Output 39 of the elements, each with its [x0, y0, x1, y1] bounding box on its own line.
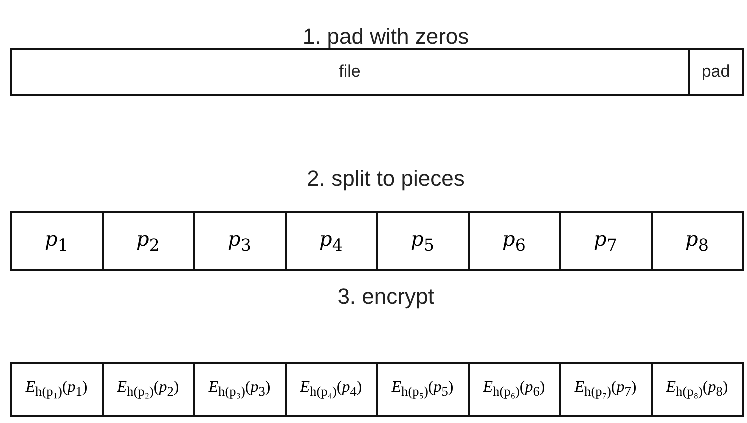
- piece-cell: [468, 211, 561, 271]
- math-label: p$_{1}$: [45, 227, 68, 255]
- math-label: E$_{h(p₆)}$(p$_{6}$): [482, 378, 546, 400]
- math-label: p$_{6}$: [502, 227, 526, 255]
- piece-cell: [559, 362, 652, 417]
- piece-cell: [376, 211, 470, 271]
- math-label: p$_{4}$: [320, 227, 343, 255]
- piece-cell: [559, 211, 652, 271]
- math-label: p$_{2}$: [136, 227, 160, 255]
- math-label: E$_{h(p₃)}$(p$_{3}$): [208, 378, 272, 400]
- piece-cell: [193, 211, 286, 271]
- step-heading: 2. split to pieces: [307, 166, 465, 192]
- math-label: E$_{h(p₇)}$(p$_{7}$): [574, 378, 638, 400]
- piece-cell: [10, 211, 104, 271]
- math-label: p$_{3}$: [228, 227, 252, 255]
- piece-cell: [284, 362, 378, 417]
- step-heading: 3. encrypt: [338, 284, 434, 310]
- step-heading: 1. pad with zeros: [302, 24, 470, 50]
- piece-cell: [376, 362, 470, 417]
- math-label: E$_{h(p₁)}$(p$_{1}$): [24, 378, 89, 400]
- piece-cell: [650, 211, 744, 271]
- piece-cell: [10, 362, 104, 417]
- math-label: E$_{h(p₄)}$(p$_{4}$): [299, 378, 364, 400]
- block-cell: [688, 48, 744, 96]
- piece-cell: [102, 211, 195, 271]
- math-label: E$_{h(p₅)}$(p$_{5}$): [390, 378, 455, 400]
- block-label: pad: [702, 62, 730, 82]
- math-label: p$_{7}$: [594, 227, 618, 255]
- block-label: file: [339, 62, 361, 82]
- piece-cell: [650, 362, 744, 417]
- math-label: p$_{5}$: [411, 227, 434, 255]
- piece-cell: [468, 362, 561, 417]
- piece-cell: [102, 362, 195, 417]
- block-cell: [10, 48, 690, 96]
- piece-cell: [193, 362, 286, 417]
- math-label: E$_{h(p₈)}$(p$_{8}$): [665, 378, 730, 400]
- math-label: E$_{h(p₂)}$(p$_{2}$): [116, 378, 180, 400]
- math-label: p$_{8}$: [686, 227, 709, 255]
- piece-cell: [284, 211, 378, 271]
